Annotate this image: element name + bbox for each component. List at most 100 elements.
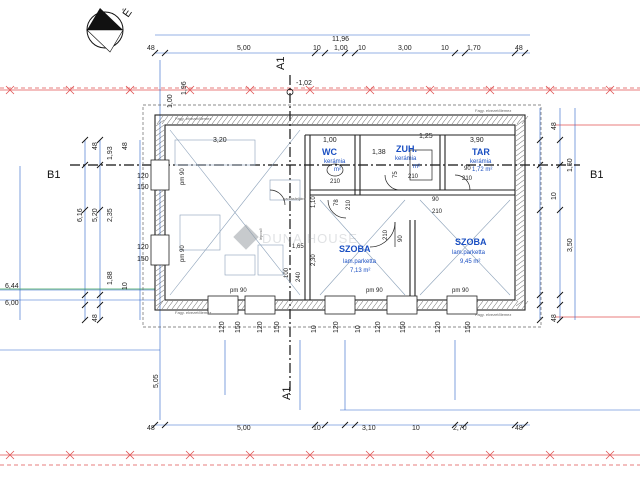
hatch-line: [201, 115, 209, 125]
hatch-line: [206, 115, 214, 125]
hatch-line: [356, 300, 364, 310]
dim-label: 6,00: [5, 300, 19, 307]
elevation-marker-icon: [286, 88, 294, 96]
hatch-line: [515, 199, 525, 207]
room-wc: WC kerámia m²: [322, 147, 346, 173]
north-arrow-icon: [87, 8, 123, 30]
axis-x-mark-icon: [545, 450, 555, 460]
hatch-line: [291, 115, 299, 125]
hatch-line: [155, 294, 165, 302]
dim-tick-icon: [536, 291, 544, 299]
hatch-line: [426, 115, 434, 125]
hatch-line: [316, 300, 324, 310]
hatch-line: [261, 115, 269, 125]
dim-label: 10: [551, 192, 558, 200]
dim-label: 1,93: [107, 146, 114, 160]
hatch-line: [496, 115, 504, 125]
hatch-line: [515, 204, 525, 212]
dim-label: 150: [137, 256, 149, 263]
hatch-line: [515, 234, 525, 242]
dim-tick-icon: [96, 136, 104, 144]
hatch-line: [486, 300, 494, 310]
hatch-line: [521, 300, 529, 310]
dim-tick-icon: [81, 316, 89, 324]
hatch-line: [501, 115, 509, 125]
axis-x-mark-icon: [605, 85, 615, 95]
hatch-line: [451, 115, 459, 125]
axis-x-mark-icon: [5, 450, 15, 460]
dim-tick-icon: [96, 316, 104, 324]
hatch-line: [155, 289, 165, 297]
hatch-line: [515, 179, 525, 187]
hatch-line: [196, 115, 204, 125]
hatch-line: [351, 115, 359, 125]
dim-label: 120: [137, 173, 149, 180]
axis-x-mark-icon: [365, 85, 375, 95]
dim-label: 2,70: [453, 425, 467, 432]
hatch-line: [506, 115, 514, 125]
dim-label: 210: [432, 209, 443, 215]
dim-tick-icon: [461, 421, 469, 429]
hatch-line: [515, 149, 525, 157]
hatch-line: [191, 300, 199, 310]
hatch-line: [516, 300, 524, 310]
dim-tick-icon: [351, 421, 359, 429]
hatch-line: [376, 300, 384, 310]
room-name: TAR: [472, 147, 490, 157]
hatch-line: [406, 115, 414, 125]
section-label-left: B1: [47, 169, 60, 181]
inner-bottom-dims: 120 150 120 150 10 120 10 120 150 120 15…: [219, 321, 472, 333]
hatch-line: [371, 115, 379, 125]
dim-label: 3,10: [362, 425, 376, 432]
hatch-line: [155, 284, 165, 292]
room-area: m²: [334, 167, 341, 173]
dim-label: 210: [383, 229, 389, 240]
dim-label: 150: [137, 184, 149, 191]
hatch-line: [196, 300, 204, 310]
dim-label: 10: [355, 325, 362, 333]
hatch-line: [191, 115, 199, 125]
dim-tick-icon: [536, 316, 544, 324]
hatch-line: [155, 224, 165, 232]
room-area: 7,13 m²: [350, 268, 370, 274]
hatch-line: [346, 115, 354, 125]
hatch-line: [515, 294, 525, 302]
hatch-line: [516, 115, 524, 125]
dim-label: 2,35: [107, 208, 114, 222]
hatch-line: [361, 115, 369, 125]
hatch-line: [515, 164, 525, 172]
hatch-line: [511, 300, 519, 310]
window-label: pm 90: [180, 245, 186, 262]
dim-label: 2,30: [311, 254, 317, 266]
dim-tick-icon: [556, 301, 564, 309]
fixtures: [326, 149, 433, 181]
room-name: SZOBA: [339, 244, 371, 254]
dim-label: 120: [435, 321, 442, 333]
dim-tick-icon: [451, 49, 459, 57]
hatch-line: [515, 244, 525, 252]
window-label: pm 90: [366, 288, 383, 294]
axis-x-mark-icon: [485, 85, 495, 95]
axis-x-mark-icon: [305, 450, 315, 460]
hatch-line: [155, 144, 165, 152]
hatch-line: [421, 115, 429, 125]
dim-label: 3,00: [398, 45, 412, 52]
hatch-line: [515, 124, 525, 132]
note-top: Fagy. elvezetőlemez: [175, 116, 211, 121]
dim-tick-icon: [556, 291, 564, 299]
hatch-line: [161, 115, 169, 125]
dim-label: 1,65: [292, 244, 304, 250]
hatch-line: [251, 115, 259, 125]
dim-label: 150: [235, 321, 242, 333]
hatch-line: [155, 204, 165, 212]
hatch-line: [515, 289, 525, 297]
hatch-line: [311, 300, 319, 310]
dim-tick-icon: [341, 49, 349, 57]
hatch-line: [171, 115, 179, 125]
hatch-line: [155, 279, 165, 287]
hatch-line: [521, 115, 529, 125]
furnishings: [169, 129, 511, 296]
hatch-line: [515, 264, 525, 272]
hatch-line: [515, 214, 525, 222]
hatch-line: [515, 239, 525, 247]
